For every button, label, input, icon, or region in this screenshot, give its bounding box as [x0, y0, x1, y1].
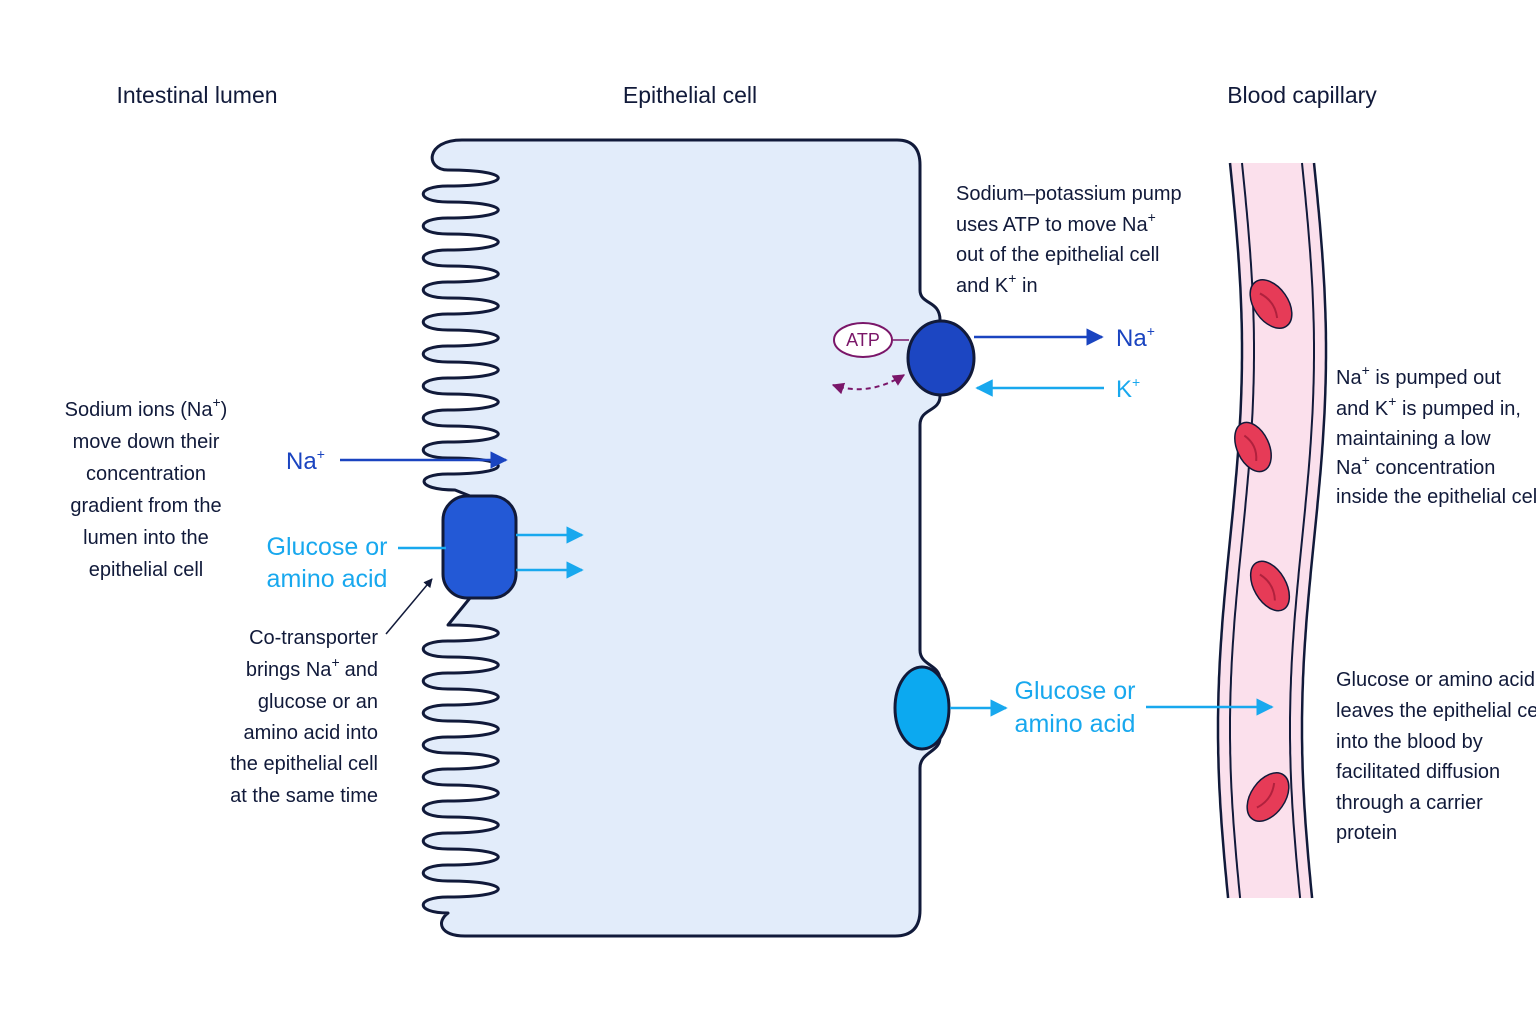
capillary-fill — [1218, 163, 1326, 898]
potassium-ion-label-pump: K+ — [1116, 374, 1140, 403]
cotransporter-explanation: Co-transporter brings Na+and glucose or … — [230, 627, 378, 807]
atp-energy-arrow — [831, 374, 906, 395]
explanation-line: maintaining a low — [1336, 428, 1491, 450]
capillary-wall-left-outer — [1216, 162, 1244, 899]
explanation-line: into the blood by — [1336, 731, 1483, 753]
glucose-label-basal-line1: Glucose or — [1015, 677, 1136, 705]
pump-effect-explanation: Na+ is pumped out and K+ is pumped in, m… — [1336, 362, 1536, 508]
explanation-line: Na+ is pumped out — [1336, 362, 1501, 389]
red-blood-cell-icon — [1249, 560, 1291, 612]
explanation-line: protein — [1336, 822, 1397, 844]
glucose-label-lumen-line2: amino acid — [267, 565, 388, 593]
atp-badge — [833, 322, 893, 358]
explanation-line: Glucose or amino acid — [1336, 669, 1535, 691]
cotransporter-pointer-line — [385, 578, 433, 635]
capillary-wall-right-inner — [1289, 162, 1315, 899]
carrier-protein-icon — [893, 665, 951, 751]
explanation-line: Na+ concentration — [1336, 452, 1495, 479]
cotransporter-protein-icon — [441, 494, 518, 600]
explanation-line: Co-transporter — [249, 627, 378, 649]
explanation-line: leaves the epithelial cell — [1336, 700, 1536, 722]
explanation-line: uses ATP to move Na+ — [956, 209, 1156, 236]
sodium-potassium-pump-icon — [906, 319, 976, 397]
glucose-label-basal-line2: amino acid — [1015, 710, 1136, 738]
sodium-ion-label-pump: Na+ — [1116, 323, 1155, 352]
explanation-line: lumen into the — [83, 527, 209, 549]
atp-label: ATP — [846, 330, 880, 350]
heading-intestinal-lumen: Intestinal lumen — [116, 82, 277, 108]
heading-blood-capillary: Blood capillary — [1227, 82, 1377, 108]
explanation-line: epithelial cell — [89, 559, 204, 581]
facilitated-diffusion-explanation: Glucose or amino acid leaves the epithel… — [1336, 669, 1536, 844]
sodium-ion-label-lumen: Na+ — [286, 446, 325, 475]
explanation-line: brings Na+and — [246, 654, 378, 681]
explanation-line: and K+ in — [956, 270, 1038, 297]
red-blood-cell-icon — [1249, 279, 1293, 329]
glucose-label-lumen-line1: Glucose or — [267, 533, 388, 561]
capillary-wall-right-outer — [1300, 162, 1328, 899]
explanation-line: amino acid into — [243, 722, 378, 744]
explanation-line: Sodium–potassium pump — [956, 183, 1182, 205]
red-blood-cell-icon — [1246, 772, 1290, 822]
explanation-line: and K+ is pumped in, — [1336, 393, 1521, 420]
heading-epithelial-cell: Epithelial cell — [623, 82, 757, 108]
explanation-line: move down their — [73, 431, 220, 453]
explanation-line: facilitated diffusion — [1336, 761, 1500, 783]
explanation-line: inside the epithelial cell — [1336, 486, 1536, 508]
explanation-line: the epithelial cell — [230, 753, 378, 775]
explanation-line: gradient from the — [70, 495, 221, 517]
explanation-line: concentration — [86, 463, 206, 485]
explanation-line: at the same time — [230, 785, 378, 807]
sodium-diffusion-explanation: Sodium ions (Na+) move down their concen… — [65, 394, 228, 581]
explanation-line: glucose or an — [258, 691, 378, 713]
red-blood-cell-icon — [1234, 421, 1272, 473]
sodium-potassium-pump-explanation: Sodium–potassium pump uses ATP to move N… — [956, 183, 1182, 297]
explanation-line: Sodium ions (Na+) — [65, 394, 228, 421]
explanation-line: out of the epithelial cell — [956, 244, 1159, 266]
epithelial-cell-body — [421, 138, 942, 938]
explanation-line: through a carrier — [1336, 792, 1483, 814]
